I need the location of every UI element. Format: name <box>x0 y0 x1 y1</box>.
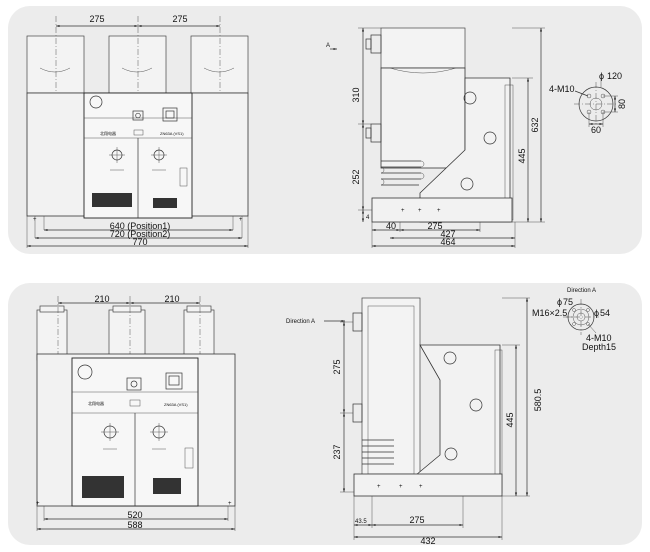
svg-text:+: + <box>418 208 422 214</box>
top-terminal-thread: 4-M10 <box>549 84 575 94</box>
top-depth-inner: 427 <box>440 229 455 239</box>
bottom-overall-height: 580.5 <box>533 389 543 412</box>
top-base-offset: 40 <box>386 221 396 231</box>
pole-left <box>26 35 85 94</box>
top-wheel-span: 275 <box>427 221 442 231</box>
b-pole-left <box>36 309 68 361</box>
bottom-overall-width: 588 <box>127 520 142 530</box>
nameplate-right <box>153 198 177 208</box>
top-overall-width: 770 <box>132 237 147 247</box>
bottom-right-height: 445 <box>505 412 515 427</box>
top-terminal-diameter: 120 <box>607 71 622 81</box>
top-right-height: 445 <box>517 148 527 163</box>
bottom-drawing-panel: 210 210 北翔电器 ZN63A (VS1) + + 520 588 <box>8 283 642 545</box>
top-model-label: ZN63A (VS1) <box>160 131 184 136</box>
b-pole-middle <box>108 309 146 361</box>
bottom-terminal-thread-bolts: 4-M10 <box>586 333 612 343</box>
svg-text:+: + <box>437 208 441 214</box>
svg-text:+: + <box>401 208 405 214</box>
svg-text:+: + <box>399 484 403 490</box>
top-pitch-left: 275 <box>89 14 104 24</box>
pole-right <box>190 35 249 94</box>
bottom-wheel-span: 275 <box>409 515 424 525</box>
top-depth-overall: 464 <box>440 237 455 247</box>
top-terminal-detail: 4-M10 ϕ 120 80 60 <box>549 71 627 135</box>
bottom-terminal-title: Direction A <box>567 288 596 294</box>
bottom-upper-height: 275 <box>332 359 342 374</box>
top-front-view: 275 275 北翔电器 ZN63A (VS1) + + <box>26 14 249 248</box>
bottom-drawing: 210 210 北翔电器 ZN63A (VS1) + + 520 588 <box>36 288 616 545</box>
top-brand-label: 北翔电器 <box>100 130 116 136</box>
bottom-base-offset: 43.5 <box>355 519 367 525</box>
top-terminal-pcd-h: 60 <box>591 125 601 135</box>
top-width-pos2: 720 (Position2) <box>110 229 171 239</box>
svg-text:+: + <box>228 501 232 507</box>
bottom-brand-label: 北翔电器 <box>88 400 104 406</box>
top-bottom-offset: 4 <box>366 215 370 221</box>
charge-indicator <box>132 110 144 121</box>
bottom-terminal-outer-diameter: 75 <box>563 297 573 307</box>
top-overall-height: 632 <box>530 117 540 132</box>
bottom-terminal-thread-main: M16×2.5 <box>532 308 567 318</box>
base-marker-right: + <box>239 217 243 223</box>
top-terminal-diameter-symbol: ϕ <box>599 71 604 81</box>
top-width-pos1: 640 (Position1) <box>110 221 171 231</box>
bottom-direction-label: Direction A <box>286 319 315 325</box>
svg-text:+: + <box>377 484 381 490</box>
top-side-view: A + + + 310 252 4 <box>326 27 545 248</box>
bottom-overall-depth: 432 <box>420 536 435 545</box>
bottom-side-view: Direction A + + + 275 237 445 580.5 <box>286 297 543 545</box>
top-pitch-right: 275 <box>172 14 187 24</box>
bottom-width-inner: 520 <box>127 510 142 520</box>
top-lower-height: 252 <box>351 169 361 184</box>
bottom-pitch-right: 210 <box>164 294 179 304</box>
bottom-terminal-inner-symbol: ϕ <box>594 308 599 318</box>
top-view-label: A <box>326 43 330 49</box>
b-pole-right <box>183 309 215 361</box>
top-drawing: 275 275 北翔电器 ZN63A (VS1) + + <box>26 14 627 248</box>
bottom-front-view: 210 210 北翔电器 ZN63A (VS1) + + 520 588 <box>36 294 236 531</box>
bottom-terminal-detail: Direction A ϕ 75 M16×2.5 ϕ 54 4-M10 Dept… <box>532 288 616 352</box>
operation-counter <box>162 107 178 122</box>
pole-middle <box>108 35 167 94</box>
top-terminal-pcd-v: 80 <box>617 99 627 109</box>
bottom-terminal-inner-diameter: 54 <box>600 308 610 318</box>
bottom-pitch-left: 210 <box>94 294 109 304</box>
bottom-model-label: ZN63A (VS1) <box>164 402 188 407</box>
bottom-terminal-diam-symbol: ϕ <box>557 297 562 307</box>
top-upper-height: 310 <box>351 87 361 102</box>
nameplate-left <box>92 193 132 207</box>
mounting-hole <box>89 95 103 109</box>
svg-text:+: + <box>419 484 423 490</box>
svg-text:+: + <box>36 501 40 507</box>
bottom-terminal-depth: Depth15 <box>582 342 616 352</box>
bottom-lower-height: 237 <box>332 444 342 459</box>
top-drawing-panel: 275 275 北翔电器 ZN63A (VS1) + + <box>8 6 642 254</box>
